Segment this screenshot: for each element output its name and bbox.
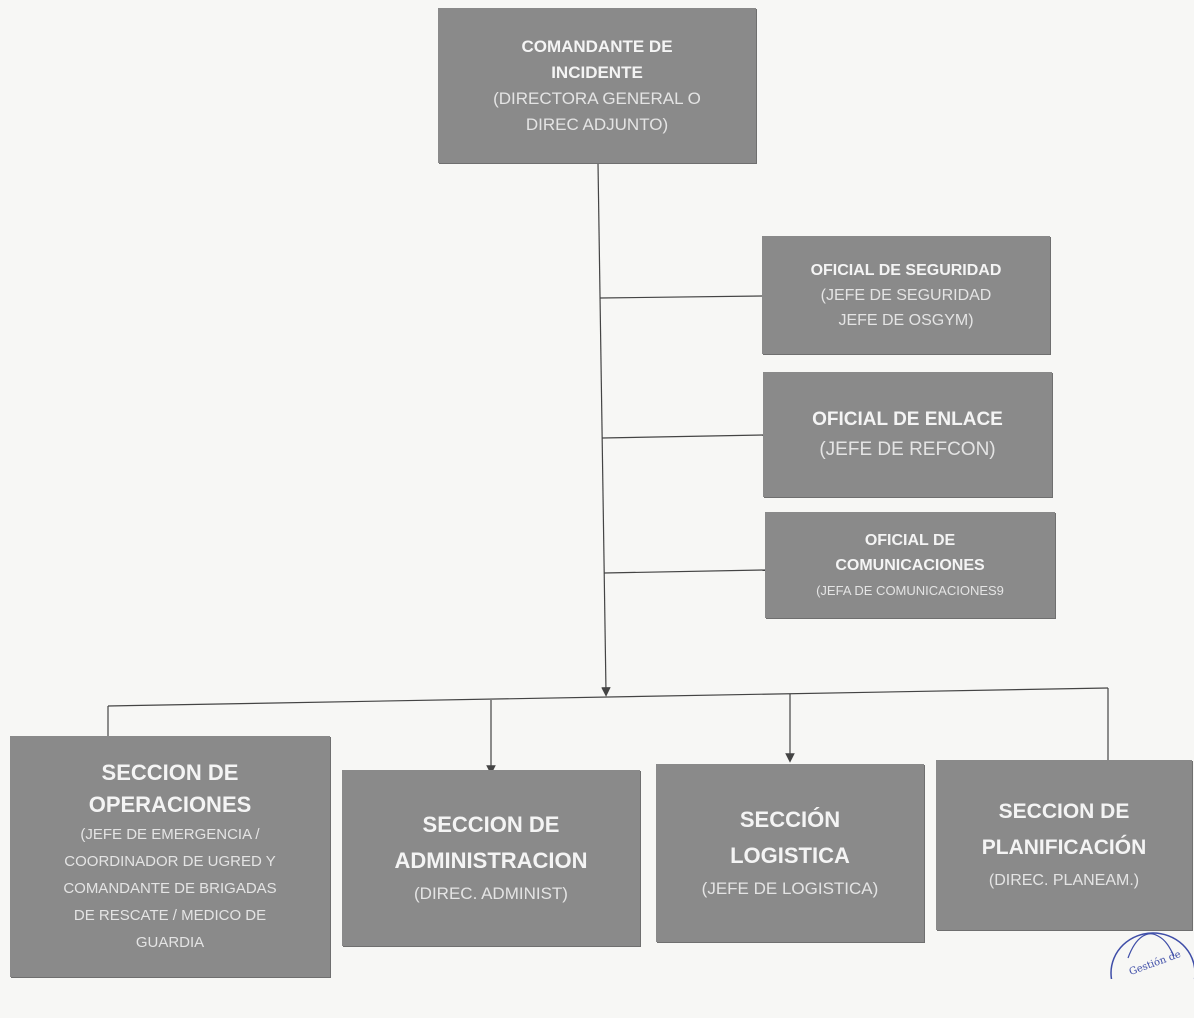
staff-enlace-box: OFICIAL DE ENLACE (JEFE DE REFCON) <box>763 372 1052 497</box>
section-planificacion-sub-line1: (DIREC. PLANEAM.) <box>988 872 1140 889</box>
section-operaciones-title-line2: OPERACIONES <box>88 792 252 817</box>
staff-seguridad-sub-line1: (JEFE DE SEGURIDAD <box>820 286 992 304</box>
commander-sub-line2: DIREC ADJUNTO) <box>525 114 669 134</box>
staff-comunicaciones-box: OFICIAL DE COMUNICACIONES (JEFA DE COMUN… <box>765 512 1055 618</box>
staff-comunicaciones-title-line2: COMUNICACIONES <box>835 556 985 574</box>
section-operaciones-sub-line5: GUARDIA <box>135 934 205 951</box>
commander-box: COMANDANTE DE INCIDENTE (DIRECTORA GENER… <box>438 8 756 163</box>
section-administracion-box: SECCION DE ADMINISTRACION (DIREC. ADMINI… <box>342 770 640 946</box>
section-operaciones-title-line1: SECCION DE <box>101 760 239 785</box>
commander-title-line1: COMANDANTE DE <box>521 36 673 56</box>
section-planificacion-title-line1: SECCION DE <box>998 800 1130 823</box>
branch-seguridad <box>599 295 763 299</box>
section-administracion-title-line2: ADMINISTRACION <box>394 848 588 873</box>
section-operaciones-sub-line3: COMANDANTE DE BRIGADAS <box>63 880 277 897</box>
section-planificacion-title-line2: PLANIFICACIÓN <box>981 836 1147 859</box>
section-administracion-sub-line1: (DIREC. ADMINIST) <box>414 884 568 903</box>
section-operaciones-box: SECCION DE OPERACIONES (JEFE DE EMERGENC… <box>10 736 330 977</box>
staff-seguridad-title: OFICIAL DE SEGURIDAD <box>810 261 1002 279</box>
section-operaciones-sub-line4: DE RESCATE / MEDICO DE <box>73 907 267 924</box>
branch-comunicaciones <box>603 569 766 574</box>
section-logistica-title-line1: SECCIÓN <box>739 807 841 832</box>
staff-enlace-title: OFICIAL DE ENLACE <box>812 408 1003 430</box>
section-operaciones-sub-line2: COORDINADOR DE UGRED Y <box>64 853 276 870</box>
section-logistica-title-line2: LOGISTICA <box>730 843 850 868</box>
connector-lines <box>107 162 1109 775</box>
sections-bar <box>107 687 1109 707</box>
staff-comunicaciones-sub-line1: (JEFA DE COMUNICACIONES9 <box>816 582 1004 598</box>
branch-enlace <box>601 434 764 439</box>
trunk-line <box>597 162 611 697</box>
staff-comunicaciones-title-line1: OFICIAL DE <box>864 531 956 549</box>
commander-title-line2: INCIDENTE <box>551 62 643 82</box>
section-planificacion-box: SECCION DE PLANIFICACIÓN (DIREC. PLANEAM… <box>936 760 1192 930</box>
staff-seguridad-sub-line2: JEFE DE OSGYM) <box>838 311 974 329</box>
staff-enlace-sub-line1: (JEFE DE REFCON) <box>819 438 996 460</box>
section-administracion-title-line1: SECCION DE <box>422 812 560 837</box>
stamp-seal: Gestión de <box>1108 928 1194 1018</box>
commander-sub-line1: (DIRECTORA GENERAL O <box>493 88 701 108</box>
section-logistica-sub-line1: (JEFE DE LOGISTICA) <box>701 879 879 898</box>
staff-seguridad-box: OFICIAL DE SEGURIDAD (JEFE DE SEGURIDAD … <box>762 236 1050 354</box>
section-operaciones-sub-line1: (JEFE DE EMERGENCIA / <box>80 826 260 843</box>
section-logistica-box: SECCIÓN LOGISTICA (JEFE DE LOGISTICA) <box>656 764 924 942</box>
